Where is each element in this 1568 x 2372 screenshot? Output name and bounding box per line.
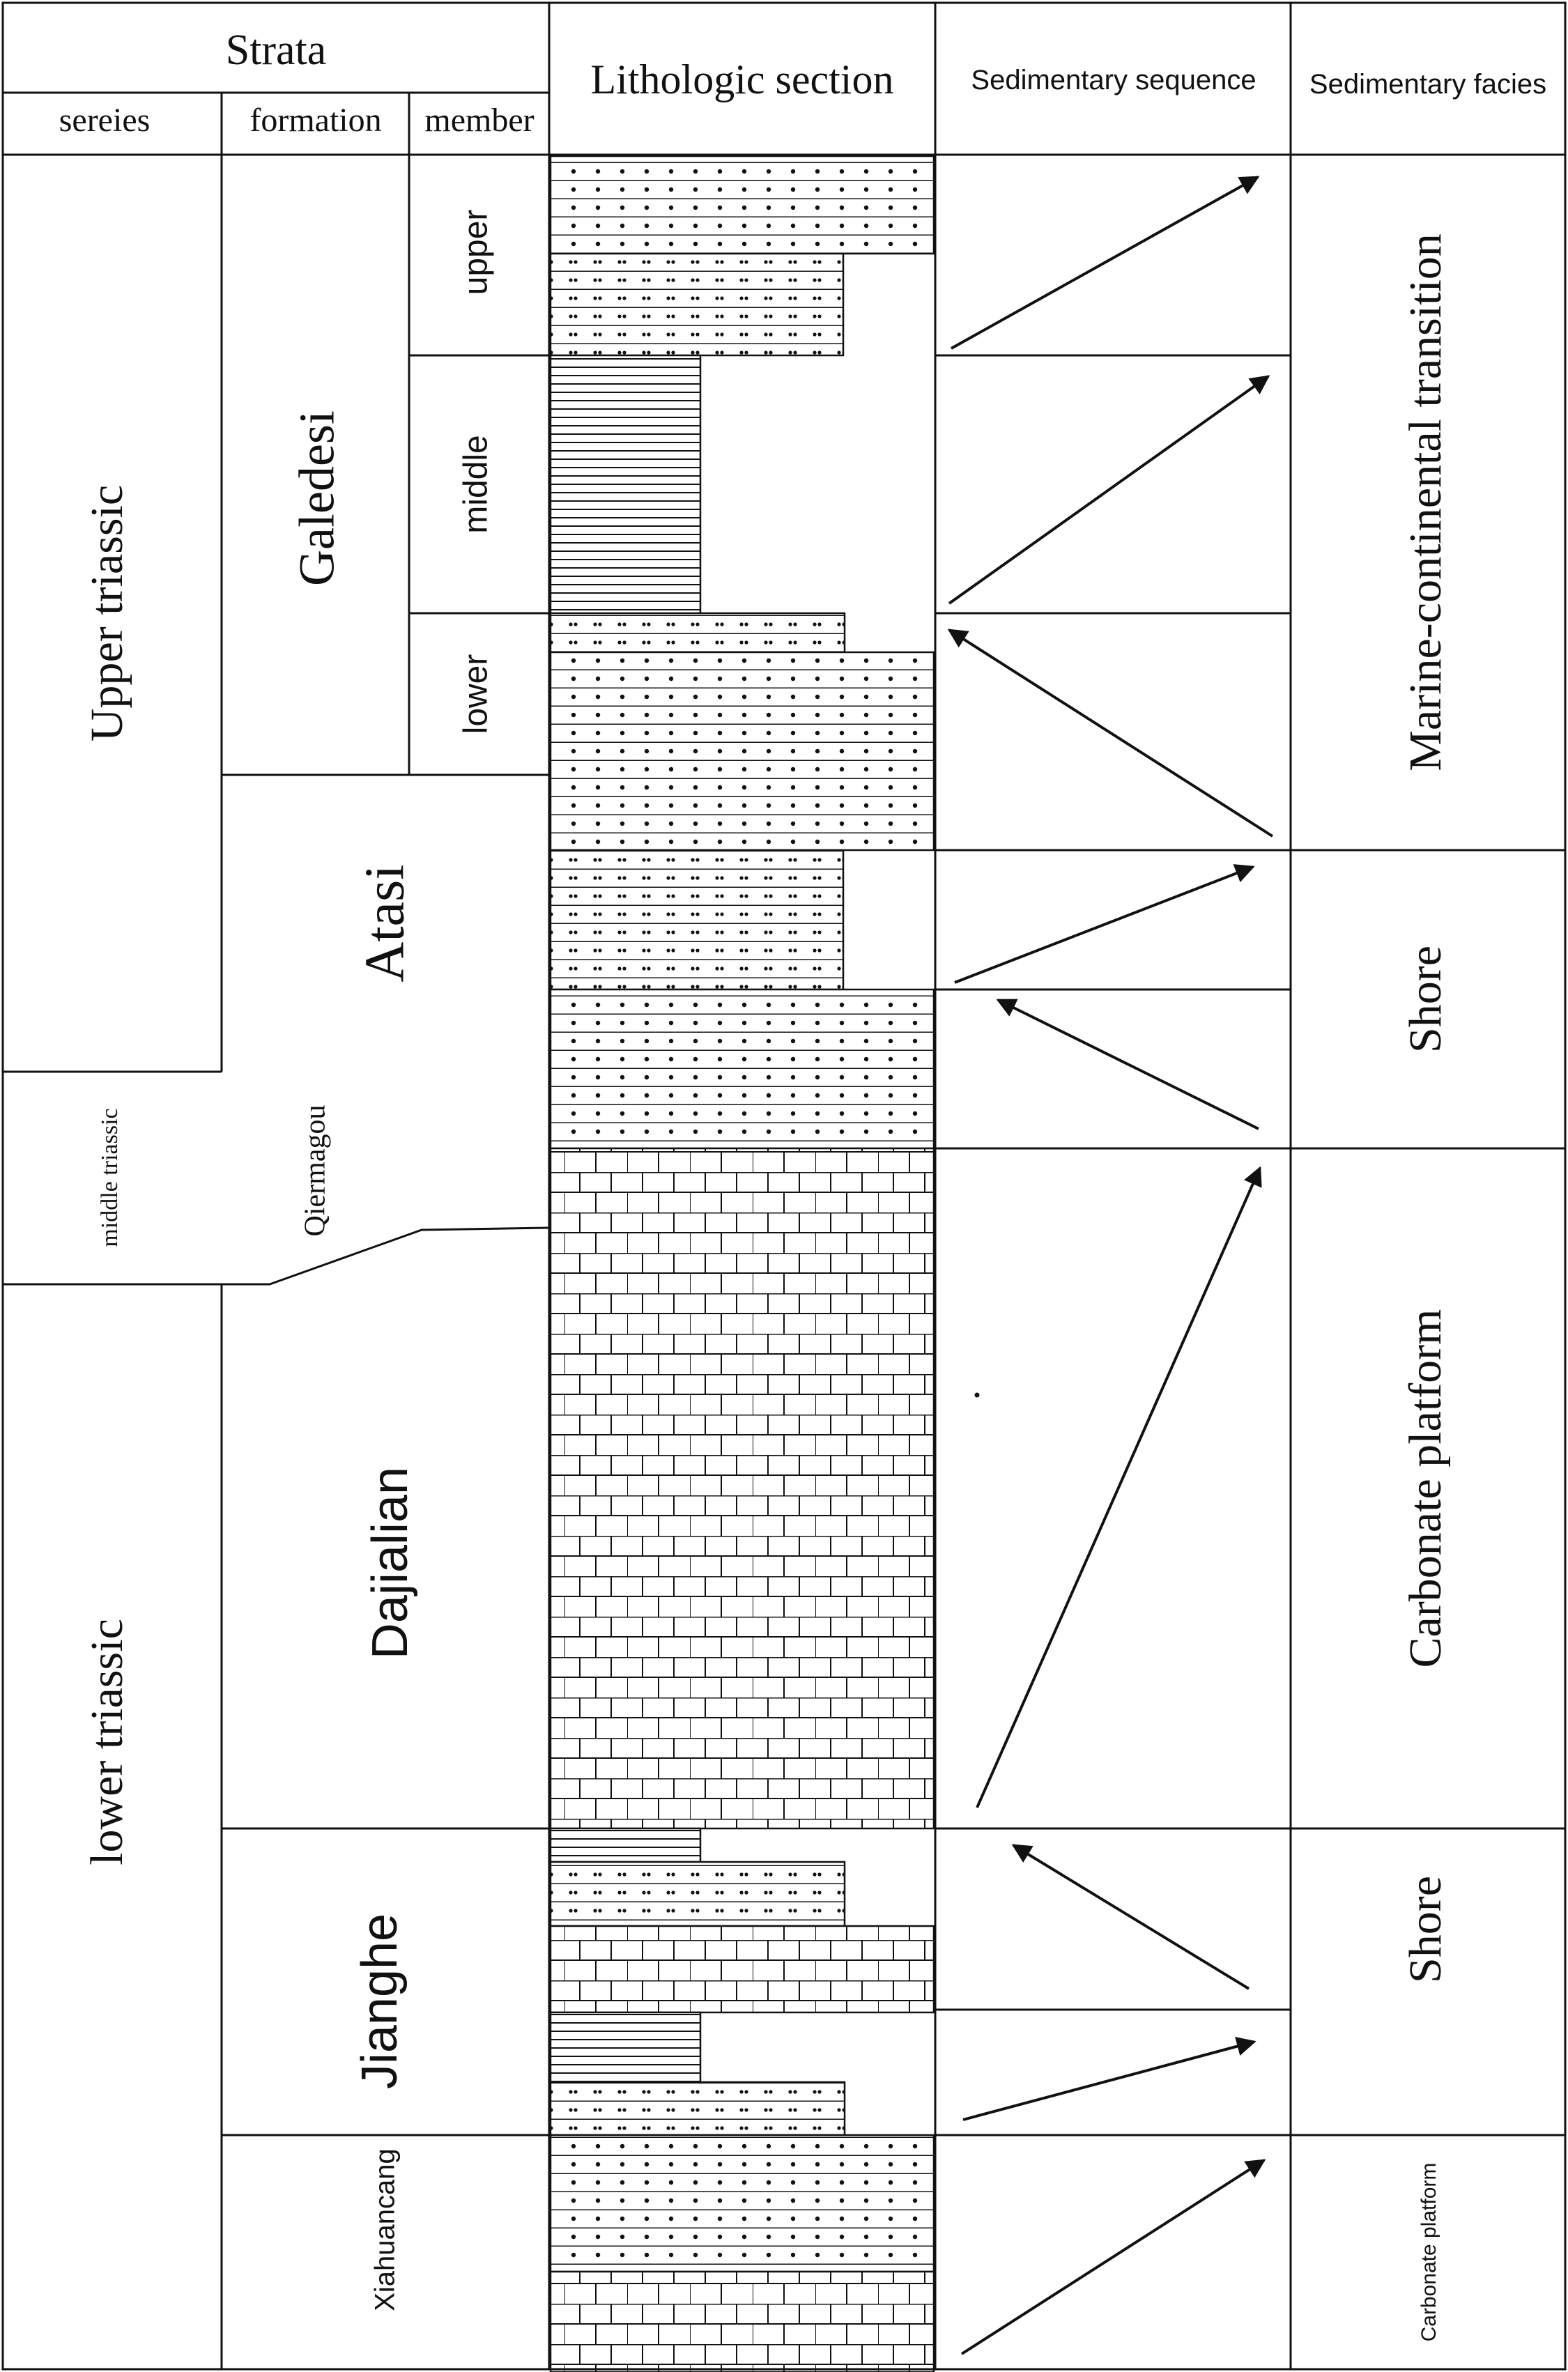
lith-limestone-bed	[549, 1147, 935, 1830]
lith-sandstone-bed	[549, 155, 935, 255]
facies-shore-upper: Shore	[1400, 946, 1451, 1053]
header-facies: Sedimentary facies	[1309, 69, 1546, 100]
lith-siltstone-bed	[549, 612, 846, 654]
sequence-arrow	[1011, 1844, 1250, 1990]
lith-mudstone-bed	[549, 354, 702, 616]
sequence-arrow	[960, 2159, 1266, 2355]
formation-xiahuancang: Xiahuancang	[370, 2148, 401, 2311]
lith-sandstone-bed	[549, 2134, 935, 2273]
lithologic-column	[549, 155, 935, 2372]
sequence-arrow	[962, 2036, 1256, 2121]
lith-mudstone-bed	[549, 2011, 702, 2084]
lith-limestone-bed	[549, 1925, 935, 2014]
sequence-arrow	[976, 1166, 1262, 1808]
sequence-arrow	[954, 864, 1255, 984]
sequence-arrow	[996, 999, 1259, 1130]
formation-qiermagou: Qiermagou	[300, 1105, 332, 1237]
header-series: sereies	[59, 102, 151, 139]
series-upper-triassic: Upper triassic	[82, 485, 132, 741]
rotated-labels: Upper triassic middle triassic lower tri…	[82, 210, 1451, 2342]
facies-marine-continental-transition: Marine-continental transition	[1400, 233, 1451, 771]
header-formation: formation	[249, 102, 381, 139]
member-middle: middle	[458, 435, 495, 533]
series-lower-triassic: lower triassic	[82, 1619, 132, 1865]
member-lower: lower	[458, 654, 495, 734]
lith-siltstone-bed	[549, 1861, 846, 1927]
lith-limestone-bed	[549, 2270, 935, 2372]
facies-carbonate-platform: Carbonate platform	[1400, 1309, 1451, 1668]
facies-shore-lower: Shore	[1400, 1876, 1451, 1983]
lith-siltstone-bed	[549, 252, 845, 357]
header: Strata sereies formation member Litholog…	[59, 26, 1546, 139]
lith-mudstone-bed	[549, 1827, 702, 1863]
lith-sandstone-bed	[549, 651, 935, 852]
formation-jianghe: Jianghe	[352, 1913, 408, 2089]
sequence-arrows	[947, 176, 1274, 2355]
lith-sandstone-bed	[549, 988, 935, 1150]
header-sequence: Sedimentary sequence	[971, 65, 1256, 95]
header-lithology: Lithologic section	[591, 56, 894, 102]
header-member: member	[424, 102, 534, 139]
lith-siltstone-bed	[549, 849, 845, 991]
formation-atasi: Atasi	[354, 865, 415, 983]
member-upper: upper	[458, 210, 495, 295]
lith-siltstone-bed	[549, 2081, 846, 2136]
formation-dajialian: Dajialian	[362, 1467, 418, 1659]
formation-galedesi: Galedesi	[289, 410, 345, 586]
sequence-arrow	[948, 375, 1270, 605]
sequence-arrow	[947, 629, 1274, 838]
facies-carbonate-platform-bottom: Carbonate platform	[1417, 2163, 1440, 2342]
series-middle-triassic: middle triassic	[97, 1108, 123, 1247]
stray-dot	[974, 1392, 980, 1398]
header-strata: Strata	[226, 26, 327, 74]
sequence-arrow	[951, 176, 1260, 350]
